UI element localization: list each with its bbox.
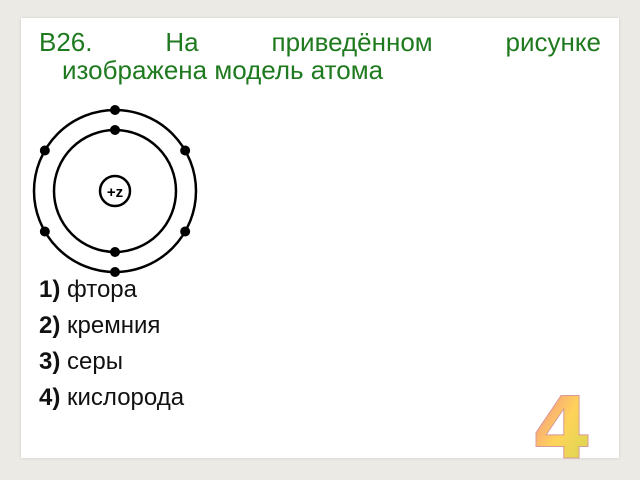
slide-card xyxy=(21,18,619,458)
inner-shell-electron xyxy=(110,247,120,257)
answer-text: фтора xyxy=(67,276,137,303)
question-number: В26. xyxy=(39,27,93,57)
nucleus-label: +z xyxy=(107,184,123,201)
answer-text: серы xyxy=(67,348,123,375)
answer-option-3: 3) серы xyxy=(39,344,184,380)
answer-text: кислорода xyxy=(67,384,185,411)
answer-list: 1) фтора 2) кремния 3) серы 4) кислорода xyxy=(39,272,184,416)
nucleus xyxy=(98,174,132,208)
answer-number: 3) xyxy=(39,348,61,375)
question-word-2: приведённом xyxy=(271,27,433,57)
inner-shell-electron xyxy=(110,125,120,135)
question-title: В26. На приведённом рисунке изображена м… xyxy=(39,28,601,84)
question-word-1: На xyxy=(165,27,199,57)
question-line-2: изображена модель атома xyxy=(62,55,384,85)
outer-shell-electron xyxy=(39,226,50,237)
answer-option-4: 4) кислорода xyxy=(39,380,184,416)
big-four-decoration: 4 xyxy=(532,386,593,466)
outer-shell-electron xyxy=(180,145,191,156)
answer-option-2: 2) кремния xyxy=(39,308,184,344)
electrons xyxy=(39,105,191,277)
atom-model-diagram: +z xyxy=(32,105,198,277)
outer-shell-electron xyxy=(180,226,191,237)
answer-number: 4) xyxy=(39,384,61,411)
big-digit: 4 xyxy=(532,386,592,466)
outer-shell-electron xyxy=(110,267,120,277)
question-word-3: рисунке xyxy=(505,27,601,57)
answer-number: 2) xyxy=(39,312,61,339)
question-line-1: В26. На приведённом рисунке xyxy=(39,28,601,56)
answer-text: кремния xyxy=(67,312,161,339)
outer-shell-electron xyxy=(110,105,120,115)
outer-shell-electron xyxy=(39,145,50,156)
answer-option-1: 1) фтора xyxy=(39,272,184,308)
answer-number: 1) xyxy=(39,276,61,303)
